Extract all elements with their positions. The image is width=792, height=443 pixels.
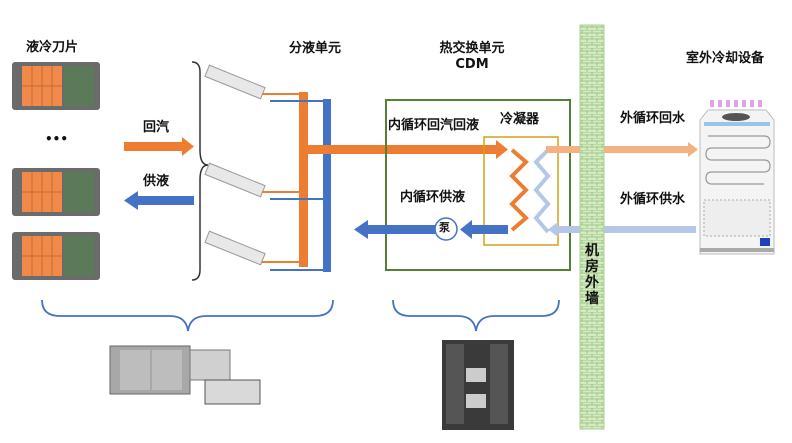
manifold-3 (204, 230, 266, 266)
cdm-title-line2: CDM (455, 56, 489, 72)
wall-label-char: 外 (585, 275, 599, 292)
outer-return-label: 外循环回水 (620, 111, 686, 126)
liquid-cooled-blade-1 (12, 62, 100, 110)
cdm-box (385, 99, 571, 271)
liquid-cooled-blade-3 (12, 232, 100, 280)
cooling-tower (699, 100, 775, 255)
blade-group-brace (191, 61, 209, 281)
condenser-hot-coil (509, 148, 529, 232)
outdoor-title: 室外冷却设备 (686, 51, 765, 66)
inner-supply-pipe (354, 220, 435, 239)
cdm-title: 热交换单元 CDM (432, 41, 512, 72)
blade-distribution-brace (41, 299, 334, 332)
inner-return-label: 内循环回汽回液 (388, 118, 480, 133)
distribution-title: 分液单元 (289, 41, 342, 56)
ellipsis-indicator: ••• (45, 132, 69, 146)
condenser-label: 冷凝器 (500, 112, 540, 127)
inner-return-pipe (308, 145, 498, 154)
distribution-orange-pipes (262, 92, 308, 267)
cdm-title-line1: 热交换单元 (439, 41, 505, 56)
distribution-blue-pipes (270, 99, 331, 272)
blade-chassis-illustration (109, 345, 261, 405)
wall-label-char: 机 (585, 243, 599, 259)
return-vapor-label: 回汽 (143, 120, 170, 135)
wall-label-char: 房 (585, 259, 599, 276)
cdm-brace (392, 299, 560, 332)
machine-room-wall (579, 24, 605, 430)
manifold-2 (204, 162, 266, 198)
condenser-cold-coil (533, 148, 551, 234)
liquid-cooled-blade-2 (12, 168, 100, 216)
outer-supply-pipe (556, 226, 696, 233)
condenser-box (483, 136, 559, 246)
return-vapor-arrow (124, 137, 194, 156)
supply-liquid-label: 供液 (143, 174, 170, 189)
wall-label: 机 房 外 墙 (584, 243, 600, 307)
blades-title: 液冷刀片 (26, 40, 79, 55)
outer-supply-label: 外循环供水 (620, 192, 686, 207)
supply-liquid-arrow (124, 191, 194, 210)
wall-label-char: 墙 (585, 291, 599, 308)
pump-label: 泵 (439, 221, 450, 234)
cdm-cabinet-illustration (442, 340, 514, 430)
inner-supply-label: 内循环供液 (400, 190, 466, 205)
manifold-1 (204, 64, 266, 100)
outer-return-pipe (546, 146, 692, 153)
